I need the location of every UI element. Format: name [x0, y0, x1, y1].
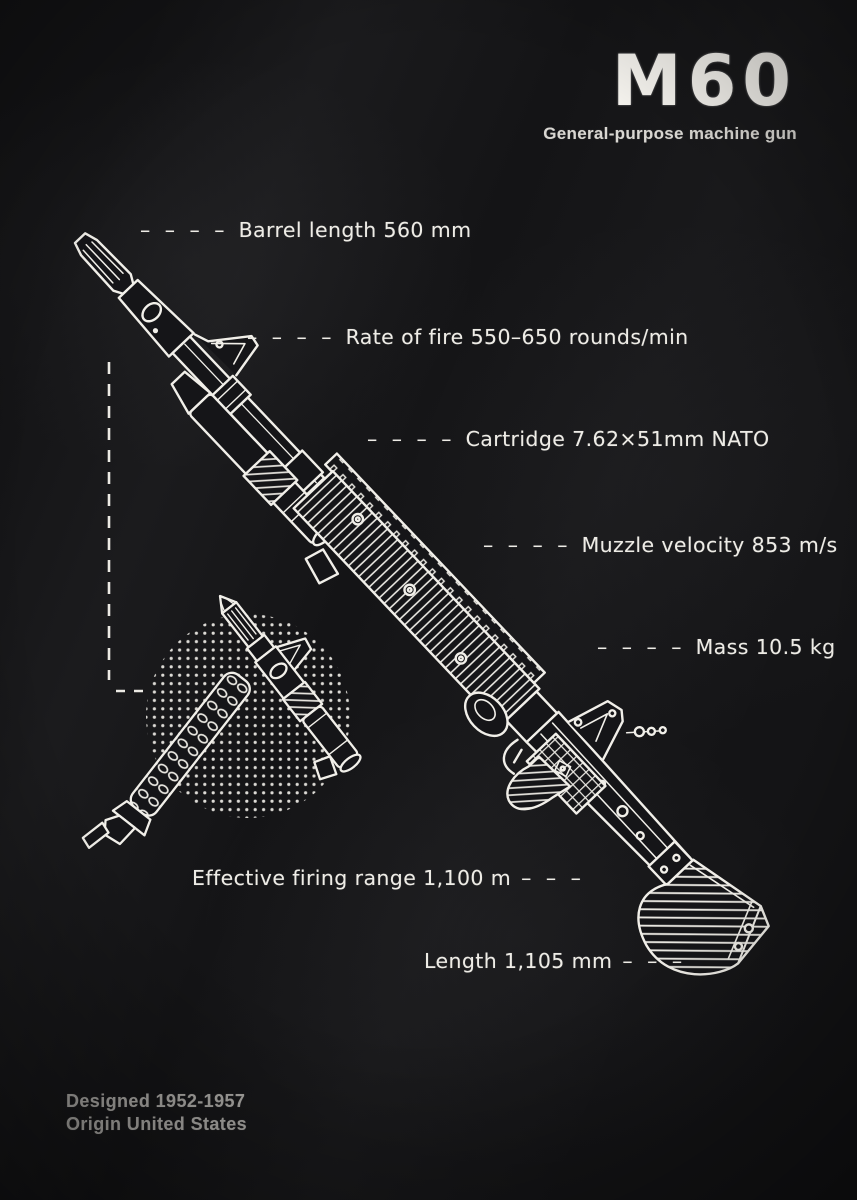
spec-label: Effective firing range 1,100 m: [192, 866, 512, 890]
footer-origin: Origin United States: [66, 1114, 248, 1135]
spec-length: Length 1,105 mm – – –: [424, 949, 686, 973]
leader-dashes: – – – –: [367, 427, 456, 451]
footer-block: Designed 1952-1957 Origin United States: [66, 1090, 247, 1137]
leader-dashes: – – – –: [483, 533, 572, 557]
spec-cartridge: – – – – Cartridge 7.62×51mm NATO: [367, 427, 770, 451]
spec-label: Barrel length 560 mm: [238, 218, 472, 242]
leader-dashes: – – –: [521, 866, 585, 890]
poster-title: M60: [611, 40, 797, 122]
spec-label: Mass 10.5 kg: [695, 635, 836, 659]
leader-dashes: – – – –: [597, 635, 686, 659]
leader-dashed-line: [107, 362, 150, 693]
leader-dashes: – – – –: [247, 325, 336, 349]
spec-effective-range: Effective firing range 1,100 m – – –: [192, 866, 585, 890]
title-block: M60 General-purpose machine gun: [543, 46, 797, 144]
spec-label: Cartridge 7.62×51mm NATO: [465, 427, 770, 451]
spec-label: Muzzle velocity 853 m/s: [581, 533, 838, 557]
spec-barrel-length: – – – – Barrel length 560 mm: [140, 218, 472, 242]
spec-rate-of-fire: – – – – Rate of fire 550–650 rounds/min: [247, 325, 689, 349]
spec-label: Rate of fire 550–650 rounds/min: [345, 325, 689, 349]
poster-subtitle: General-purpose machine gun: [543, 124, 797, 143]
spec-mass: – – – – Mass 10.5 kg: [597, 635, 836, 659]
footer-designed: Designed 1952-1957: [66, 1091, 246, 1111]
spec-muzzle-velocity: – – – – Muzzle velocity 853 m/s: [483, 533, 838, 557]
leader-dashes: – – – –: [140, 218, 229, 242]
spec-label: Length 1,105 mm: [424, 949, 613, 973]
leader-dashes: – – –: [622, 949, 687, 973]
